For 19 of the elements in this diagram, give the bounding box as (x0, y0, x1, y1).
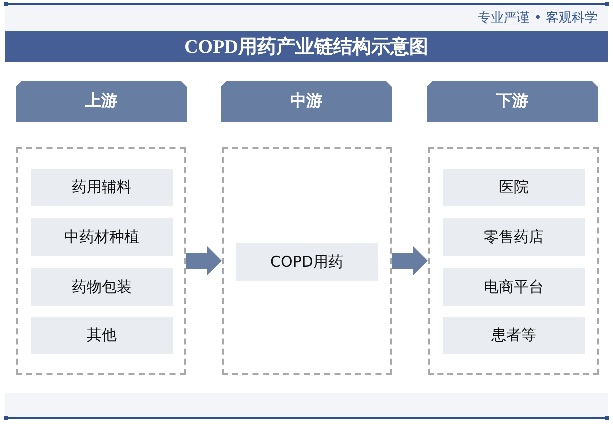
stage-tab: 上游 (16, 81, 187, 122)
stage-tab: 下游 (427, 81, 598, 122)
tagline: 专业严谨 • 客观科学 (478, 10, 598, 27)
item-box: 中药材种植 (31, 218, 173, 256)
item-box: 患者等 (443, 317, 585, 354)
stage-tab: 中游 (221, 81, 392, 122)
dashed-frame (428, 147, 599, 375)
item-box: 药用辅料 (31, 169, 173, 206)
dashed-frame (16, 147, 186, 375)
item-box: 药物包装 (31, 268, 173, 306)
item-box: 其他 (31, 317, 173, 354)
item-box: 零售药店 (443, 218, 585, 256)
arrow (186, 246, 222, 276)
item-box: 医院 (443, 169, 585, 206)
dashed-frame (222, 147, 392, 375)
title-bar: COPD用药产业链结构示意图 (5, 31, 608, 62)
item-box: 电商平台 (443, 268, 585, 306)
arrow (392, 246, 428, 276)
item-box: COPD用药 (236, 243, 378, 281)
